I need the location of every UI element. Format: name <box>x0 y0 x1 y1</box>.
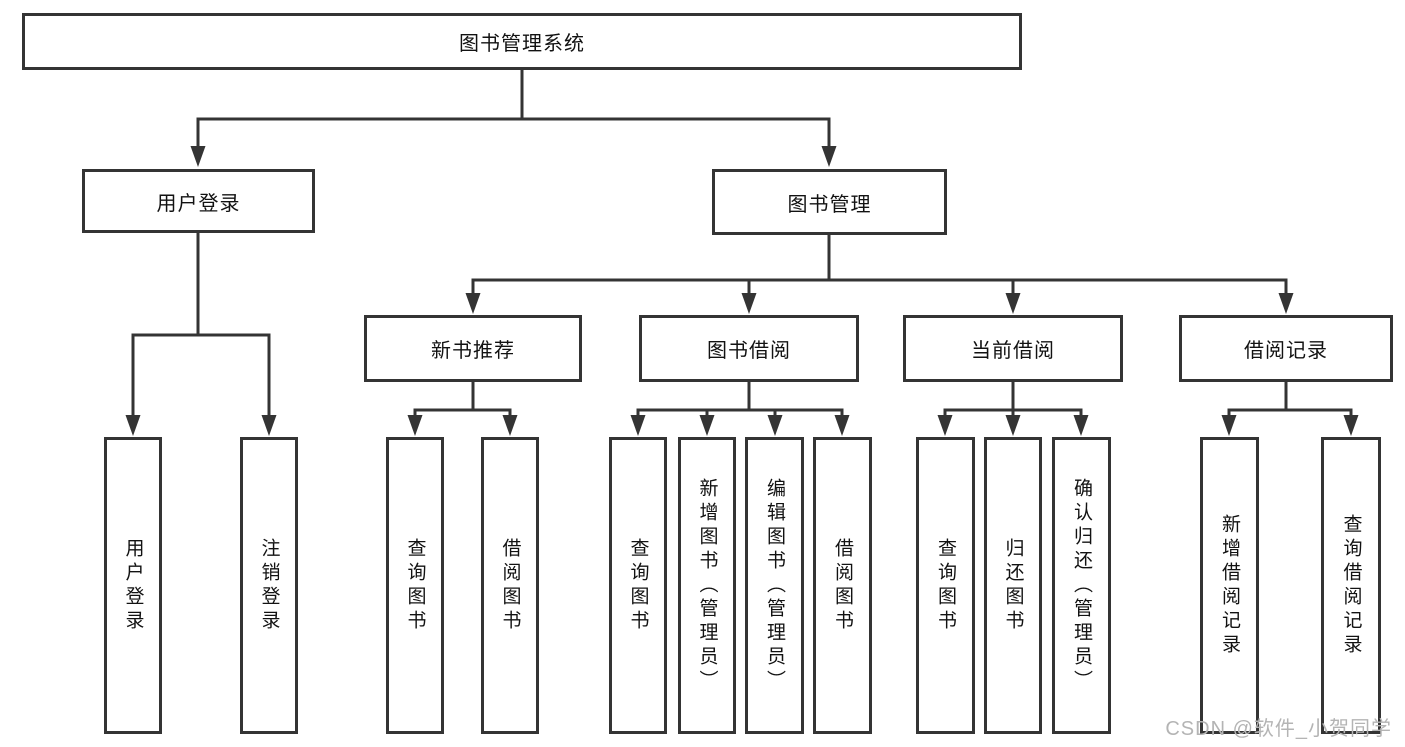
leaf-confirm-return-admin-label: 确认归还（管理员） <box>1071 477 1092 694</box>
node-book-management-label: 图书管理 <box>787 193 872 216</box>
leaf-query-borrow-record: 查询借阅记录 <box>1321 437 1381 734</box>
leaf-return-book-label: 归还图书 <box>1002 537 1024 634</box>
leaf-add-book-admin: 新增图书（管理员） <box>678 437 736 734</box>
leaf-recommend-borrow-book-label: 借阅图书 <box>499 537 521 634</box>
leaf-current-query-book: 查询图书 <box>916 437 975 734</box>
csdn-watermark: CSDN @软件_小贺同学 <box>1165 718 1392 740</box>
node-book-borrow: 图书借阅 <box>639 315 859 382</box>
leaf-borrow-book-label: 借阅图书 <box>832 537 853 634</box>
leaf-edit-book-admin: 编辑图书（管理员） <box>745 437 804 734</box>
leaf-current-query-book-label: 查询图书 <box>935 537 956 634</box>
node-book-management: 图书管理 <box>712 169 947 235</box>
node-current-borrow-label: 当前借阅 <box>971 340 1055 362</box>
leaf-user-login: 用户登录 <box>104 437 162 734</box>
node-borrow-records-label: 借阅记录 <box>1244 340 1328 362</box>
leaf-recommend-query-book-label: 查询图书 <box>404 537 426 634</box>
node-user-login: 用户登录 <box>82 169 315 233</box>
leaf-user-login-label: 用户登录 <box>122 537 144 634</box>
leaf-confirm-return-admin: 确认归还（管理员） <box>1052 437 1111 734</box>
leaf-add-book-admin-label: 新增图书（管理员） <box>696 477 718 694</box>
node-root: 图书管理系统 <box>22 13 1022 70</box>
leaf-query-borrow-record-label: 查询借阅记录 <box>1340 513 1362 658</box>
leaf-borrow-book: 借阅图书 <box>813 437 872 734</box>
node-root-label: 图书管理系统 <box>459 33 585 55</box>
node-borrow-records: 借阅记录 <box>1179 315 1393 382</box>
leaf-logout-label: 注销登录 <box>258 537 280 634</box>
leaf-add-borrow-record: 新增借阅记录 <box>1200 437 1259 734</box>
leaf-recommend-borrow-book: 借阅图书 <box>481 437 539 734</box>
node-book-borrow-label: 图书借阅 <box>707 340 791 362</box>
leaf-borrow-query-book: 查询图书 <box>609 437 667 734</box>
leaf-add-borrow-record-label: 新增借阅记录 <box>1219 513 1240 658</box>
leaf-edit-book-admin-label: 编辑图书（管理员） <box>764 477 785 694</box>
node-user-login-label: 用户登录 <box>156 192 241 215</box>
leaf-logout: 注销登录 <box>240 437 298 734</box>
node-new-book-recommend: 新书推荐 <box>364 315 582 382</box>
node-new-book-recommend-label: 新书推荐 <box>431 340 515 362</box>
leaf-return-book: 归还图书 <box>984 437 1042 734</box>
node-current-borrow: 当前借阅 <box>903 315 1123 382</box>
leaf-recommend-query-book: 查询图书 <box>386 437 444 734</box>
leaf-borrow-query-book-label: 查询图书 <box>627 537 649 634</box>
